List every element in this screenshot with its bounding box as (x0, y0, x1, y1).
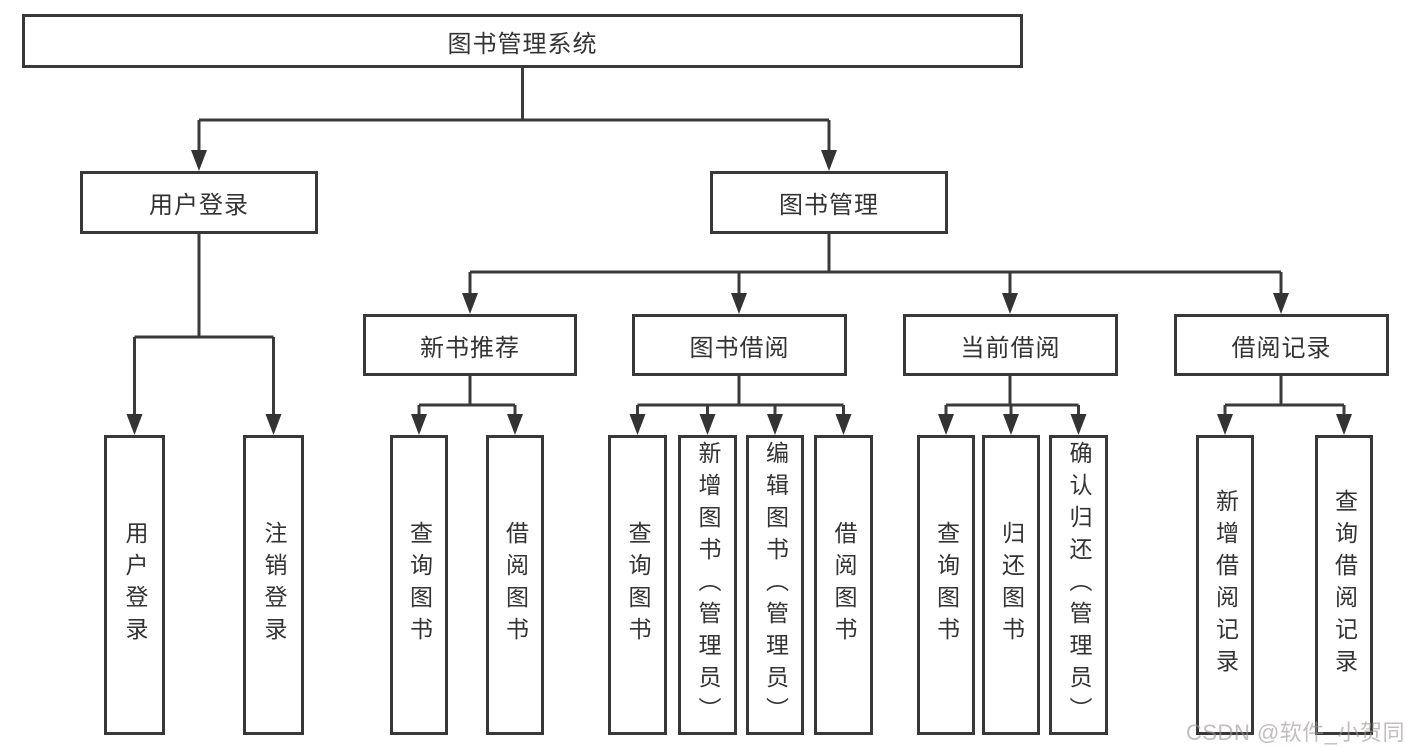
arrowhead (1336, 414, 1352, 435)
leaf-return-book: 归还图书 (982, 435, 1040, 735)
node-label: 注销登录 (261, 521, 287, 649)
arrowhead (1070, 414, 1087, 435)
leaf-query-books-recommend: 查询图书 (390, 435, 448, 735)
arrowhead (1217, 414, 1233, 435)
node-user-login: 用户登录 (80, 171, 318, 234)
connector-new-book-recommend-branch (417, 376, 517, 424)
node-current-borrow: 当前借阅 (903, 314, 1118, 376)
leaf-logout: 注销登录 (243, 435, 304, 735)
connector-root-to-level2 (197, 68, 831, 160)
connector-book-management-branch (468, 234, 1283, 303)
arrowhead (835, 414, 852, 435)
arrowhead (821, 150, 837, 171)
leaf-add-book-admin: 新增图书（管理员） (678, 435, 737, 735)
arrowhead (731, 293, 747, 314)
arrowhead (1273, 293, 1289, 314)
arrowhead (507, 414, 523, 435)
arrowhead (462, 293, 478, 314)
node-label: 图书借阅 (689, 334, 790, 362)
leaf-query-books-borrow: 查询图书 (608, 435, 667, 735)
node-label: 图书管理 (779, 192, 879, 219)
node-label: 用户登录 (149, 192, 249, 219)
node-new-book-recommend: 新书推荐 (363, 314, 577, 376)
node-label: 归还图书 (998, 521, 1025, 649)
node-label: 确认归还（管理员） (1066, 441, 1092, 729)
arrowhead (191, 150, 207, 171)
arrowhead (1003, 414, 1019, 435)
arrowhead (938, 414, 954, 435)
node-label: 用户登录 (122, 521, 148, 649)
node-label: 新增图书（管理员） (695, 441, 721, 729)
node-label: 当前借阅 (960, 334, 1061, 362)
arrowhead (265, 414, 282, 435)
leaf-query-borrow-record: 查询借阅记录 (1315, 435, 1373, 735)
node-label: 查询图书 (625, 521, 651, 649)
leaf-query-books-current: 查询图书 (917, 435, 975, 735)
leaf-add-borrow-record: 新增借阅记录 (1196, 435, 1254, 735)
leaf-confirm-return-admin: 确认归还（管理员） (1049, 435, 1108, 735)
node-label: 查询图书 (933, 521, 960, 649)
node-label: 新增借阅记录 (1212, 489, 1239, 681)
node-label: 借阅记录 (1231, 334, 1332, 362)
node-label: 新书推荐 (420, 334, 520, 362)
leaf-edit-book-admin: 编辑图书（管理员） (746, 435, 804, 735)
node-label: 借阅图书 (831, 521, 857, 649)
node-label: 查询图书 (406, 521, 433, 649)
node-label: 查询借阅记录 (1331, 489, 1358, 681)
node-label: 借阅图书 (502, 521, 529, 649)
node-book-borrow: 图书借阅 (632, 314, 847, 376)
leaf-user-login: 用户登录 (104, 435, 165, 735)
arrowhead (629, 414, 646, 435)
arrowhead (1002, 293, 1018, 314)
node-borrow-records: 借阅记录 (1174, 314, 1389, 376)
leaf-borrow-books: 借阅图书 (814, 435, 873, 735)
node-label: 编辑图书（管理员） (762, 441, 789, 729)
csdn-watermark: CSDN @软件_小贺同学 (1186, 720, 1405, 745)
node-book-management: 图书管理 (710, 171, 948, 234)
node-library-management-system: 图书管理系统 (22, 14, 1023, 68)
arrowhead (411, 414, 427, 435)
connector-user-login-branch (133, 234, 275, 424)
arrowhead (126, 414, 143, 435)
leaf-borrow-books-recommend: 借阅图书 (486, 435, 544, 735)
connector-book-borrow-branch (636, 376, 845, 424)
arrowhead (699, 414, 716, 435)
node-label: 图书管理系统 (447, 30, 598, 58)
connector-borrow-records-branch (1223, 376, 1346, 424)
arrowhead (767, 414, 783, 435)
